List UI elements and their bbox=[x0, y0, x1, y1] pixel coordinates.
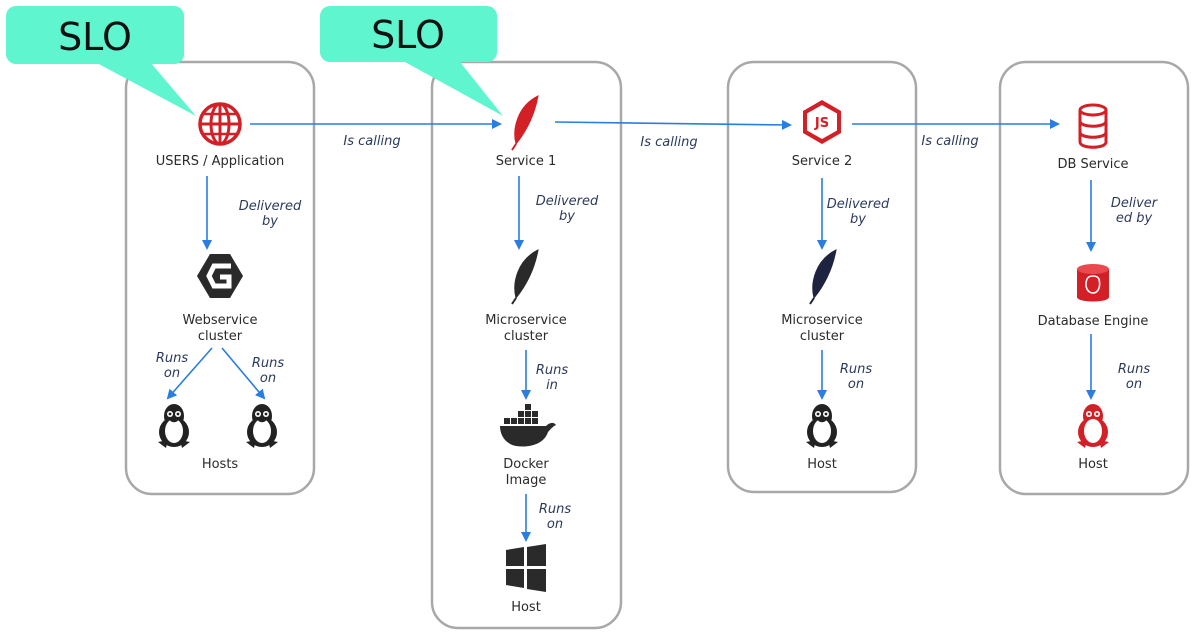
nginx-g-icon bbox=[197, 254, 243, 298]
node-microservice-label: cluster bbox=[504, 329, 549, 344]
postgres-cylinder-icon bbox=[1077, 264, 1109, 302]
svg-text:JS: JS bbox=[814, 116, 829, 131]
node-host-label: Host bbox=[807, 457, 837, 472]
node-service1-label: Service 1 bbox=[496, 154, 556, 169]
edge-label-delivered: by bbox=[262, 214, 278, 229]
node-host-label: Host bbox=[1078, 457, 1108, 472]
edge-label-runs: on bbox=[1126, 377, 1142, 392]
edge-runs-arrow bbox=[166, 347, 213, 400]
windows-logo-icon bbox=[506, 544, 546, 592]
node-dbengine-label: Database Engine bbox=[1038, 314, 1149, 329]
node-hosts-label: Hosts bbox=[202, 457, 239, 472]
call-arrow-2 bbox=[554, 119, 792, 130]
edge-runs-arrow bbox=[221, 347, 266, 400]
node-microservice-label: Microservice bbox=[781, 313, 863, 328]
globe-icon bbox=[198, 102, 242, 146]
slo-callout-1: SLO bbox=[6, 6, 196, 116]
node-docker-label: Docker bbox=[503, 457, 549, 472]
edge-label-runs: Runs bbox=[156, 351, 189, 366]
edge-label-calling: Is calling bbox=[640, 135, 697, 150]
edge-label-runs: on bbox=[848, 377, 864, 392]
edge-label-delivered: Delivered bbox=[827, 197, 890, 212]
database-icon bbox=[1078, 103, 1108, 149]
slo-label: SLO bbox=[58, 15, 132, 59]
edge-label-runs: Runs bbox=[840, 362, 873, 377]
node-dbservice-label: DB Service bbox=[1057, 157, 1128, 172]
linux-penguin-red-icon bbox=[1077, 404, 1109, 448]
edge-label-delivered: Delivered bbox=[536, 194, 599, 209]
edge-label-runs: on bbox=[164, 366, 180, 381]
slo-label: SLO bbox=[371, 13, 445, 57]
slo-callout-2: SLO bbox=[320, 6, 503, 116]
edge-label-runs: Runs bbox=[252, 356, 285, 371]
docker-whale-icon bbox=[500, 404, 556, 447]
edge-label-calling: Is calling bbox=[343, 134, 400, 149]
box-service1 bbox=[430, 60, 623, 630]
edge-label-runs: on bbox=[260, 371, 276, 386]
node-docker-label: Image bbox=[506, 473, 547, 488]
edge-label-delivered: by bbox=[559, 209, 575, 224]
node-webservice-label: cluster bbox=[198, 329, 243, 344]
edge-label-runs: Runs bbox=[1118, 362, 1151, 377]
node-users-label: USERS / Application bbox=[156, 154, 285, 169]
node-webservice-label: Webservice bbox=[183, 313, 258, 328]
edge-label-runs: Runs bbox=[536, 363, 569, 378]
edge-label-delivered: Delivered bbox=[239, 199, 302, 214]
node-service2-label: Service 2 bbox=[792, 154, 852, 169]
edge-label-delivered: by bbox=[850, 212, 866, 227]
edge-label-runs: on bbox=[547, 517, 563, 532]
edge-label-calling: Is calling bbox=[921, 134, 978, 149]
edge-label-delivered: ed by bbox=[1116, 211, 1153, 226]
edge-label-runs: Runs bbox=[539, 502, 572, 517]
edge-label-runs: in bbox=[546, 378, 558, 393]
nodejs-hexagon-icon: JS bbox=[803, 100, 841, 144]
node-host-label: Host bbox=[511, 600, 541, 615]
node-microservice-label: Microservice bbox=[485, 313, 567, 328]
node-microservice-label: cluster bbox=[800, 329, 845, 344]
edge-label-delivered: Deliver bbox=[1111, 196, 1159, 211]
